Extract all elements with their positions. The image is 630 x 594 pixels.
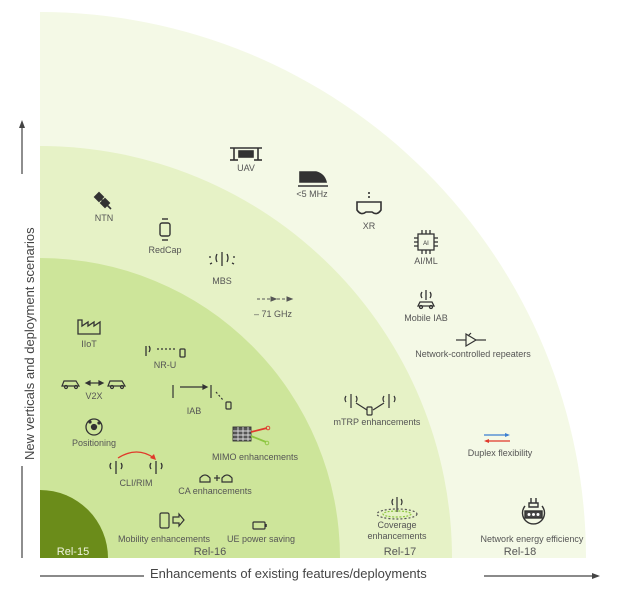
- feature-aiml-label: AI/ML: [414, 256, 438, 266]
- feature-ntn-label: NTN: [94, 213, 114, 223]
- release-label-rel-18: Rel-18: [503, 546, 537, 558]
- x-axis-label: Enhancements of existing features/deploy…: [150, 566, 427, 581]
- mobility-phone-icon: [159, 512, 185, 529]
- feature-ghz71-label: – 71 GHz: [253, 309, 293, 319]
- feature-xr-label: XR: [362, 221, 376, 231]
- feature-nru-label: NR-U: [153, 360, 177, 370]
- duplex-arrows-icon: [484, 433, 510, 443]
- feature-uav-label: UAV: [237, 163, 255, 173]
- feature-ue-power-label: UE power saving: [226, 534, 296, 544]
- feature-duplex-label: Duplex flexibility: [467, 448, 533, 458]
- antenna-array-icon: [232, 425, 271, 446]
- smartwatch-icon: [159, 218, 171, 241]
- feature-lt5mhz-label: <5 MHz: [296, 189, 328, 199]
- cars-icon: [61, 380, 127, 390]
- location-icon: [85, 418, 103, 436]
- drone-icon: [230, 147, 262, 161]
- y-axis-label: New verticals and deployment scenarios: [22, 227, 37, 460]
- train-icon: [298, 171, 328, 187]
- release-label-rel-17: Rel-17: [383, 546, 417, 558]
- feature-iab-label: IAB: [186, 406, 202, 416]
- release-label-rel-16: Rel-16: [193, 546, 227, 558]
- rel-15-band: [40, 490, 108, 558]
- interference-antenna-icon: [109, 451, 163, 474]
- battery-icon: [252, 521, 267, 530]
- feature-iiot-label: IIoT: [81, 339, 97, 349]
- feature-mtrp-label: mTRP enhancements: [333, 417, 421, 427]
- antenna-phone-icon: [145, 345, 186, 358]
- broadcast-antenna-icon: [209, 252, 235, 266]
- feature-mobility-label: Mobility enhancements: [117, 534, 211, 544]
- ai-chip-icon: [414, 230, 438, 254]
- feature-mobile-iab-label: Mobile IAB: [404, 313, 448, 323]
- feature-mbs-label: MBS: [212, 276, 232, 286]
- feature-redcap-label: RedCap: [148, 245, 182, 255]
- feature-v2x-label: V2X: [85, 391, 103, 401]
- release-label-rel-15: Rel-15: [56, 546, 90, 558]
- carrier-aggregation-icon: [199, 474, 233, 483]
- multi-antenna-icon: [344, 394, 396, 416]
- y-axis-arrowhead: [19, 120, 25, 128]
- feature-coverage-label: Coverage enhancements: [367, 520, 427, 541]
- arrow-range-icon: [257, 296, 294, 302]
- ai-chip-glyph: AI: [423, 241, 429, 247]
- repeater-icon: [456, 332, 486, 348]
- feature-cli-label: CLI/RIM: [119, 478, 153, 488]
- coverage-antenna-icon: [376, 497, 418, 520]
- x-axis-arrowhead: [592, 573, 600, 579]
- vehicle-antenna-icon: [416, 290, 436, 310]
- feature-mimo-label: MIMO enhancements: [211, 452, 299, 462]
- vr-headset-icon: [356, 192, 382, 215]
- rel-16-band: [40, 258, 340, 558]
- feature-positioning-label: Positioning: [71, 438, 117, 448]
- feature-energy-label: Network energy efficiency: [480, 534, 584, 544]
- satellite-icon: [93, 191, 112, 210]
- energy-plug-icon: [521, 498, 546, 525]
- factory-icon: [77, 319, 101, 335]
- antenna-relay-icon: [172, 384, 232, 410]
- feature-ncr-label: Network-controlled repeaters: [415, 349, 531, 359]
- feature-ca-label: CA enhancements: [178, 486, 252, 496]
